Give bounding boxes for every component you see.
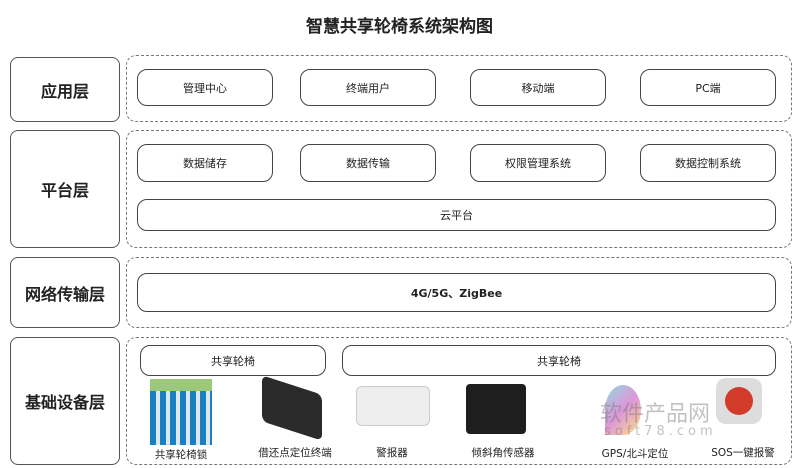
app-box: 移动端 — [470, 69, 606, 106]
device-label: 倾斜角传感器 — [471, 447, 535, 459]
cloud-platform-box: 云平台 — [137, 199, 776, 231]
app-box: 终端用户 — [300, 69, 436, 106]
device-group-box: 共享轮椅 — [140, 345, 326, 376]
device-label: 共享轮椅锁 — [154, 449, 208, 461]
device-label: 借还点定位终端 — [258, 447, 332, 459]
layer-label-application: 应用层 — [10, 57, 120, 122]
device-label: GPS/北斗定位 — [601, 448, 669, 460]
layer-network — [126, 257, 792, 328]
alarm-image — [356, 386, 430, 426]
device-label: 警报器 — [376, 447, 408, 459]
tilt-sensor-image — [466, 384, 526, 434]
layer-platform — [126, 130, 792, 248]
platform-box: 数据储存 — [137, 144, 273, 182]
platform-box: 数据控制系统 — [640, 144, 776, 182]
watermark-url: soft78.com — [604, 424, 717, 439]
layer-label-platform: 平台层 — [10, 130, 120, 248]
app-box: 管理中心 — [137, 69, 273, 106]
app-box: PC端 — [640, 69, 776, 106]
diagram-title: 智慧共享轮椅系统架构图 — [306, 17, 493, 37]
platform-box: 数据传输 — [300, 144, 436, 182]
layer-label-device: 基础设备层 — [10, 337, 120, 465]
sos-button-image — [716, 378, 762, 424]
wheelchair-lock-image — [150, 379, 212, 445]
layer-application — [126, 55, 792, 122]
network-box: 4G/5G、ZigBee — [137, 273, 776, 312]
device-label: SOS一键报警 — [711, 447, 775, 459]
platform-box: 权限管理系统 — [470, 144, 606, 182]
gps-image — [605, 385, 641, 435]
layer-device — [126, 337, 792, 465]
watermark-logo: 软件产品网 — [600, 402, 711, 427]
layer-label-network: 网络传输层 — [10, 257, 120, 328]
device-group-box: 共享轮椅 — [342, 345, 776, 376]
